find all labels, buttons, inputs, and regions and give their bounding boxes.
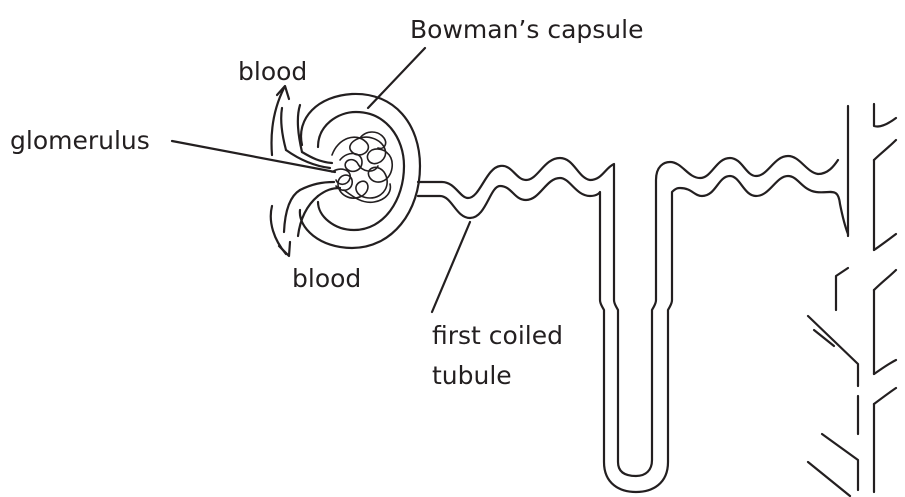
leader-bowmans-capsule (368, 48, 425, 108)
label-blood-top: blood (238, 57, 307, 86)
label-glomerulus: glomerulus (10, 126, 150, 155)
label-bowmans-capsule: Bowman’s capsule (410, 15, 643, 44)
leader-first-coiled-tubule (432, 222, 470, 312)
label-first-coiled-line1: first coiled (432, 321, 563, 350)
label-first-coiled-line2: tubule (432, 361, 512, 390)
label-blood-bottom: blood (292, 264, 361, 293)
glomerulus (332, 132, 392, 202)
collecting-duct (808, 104, 896, 496)
bowmans-capsule (300, 94, 420, 248)
